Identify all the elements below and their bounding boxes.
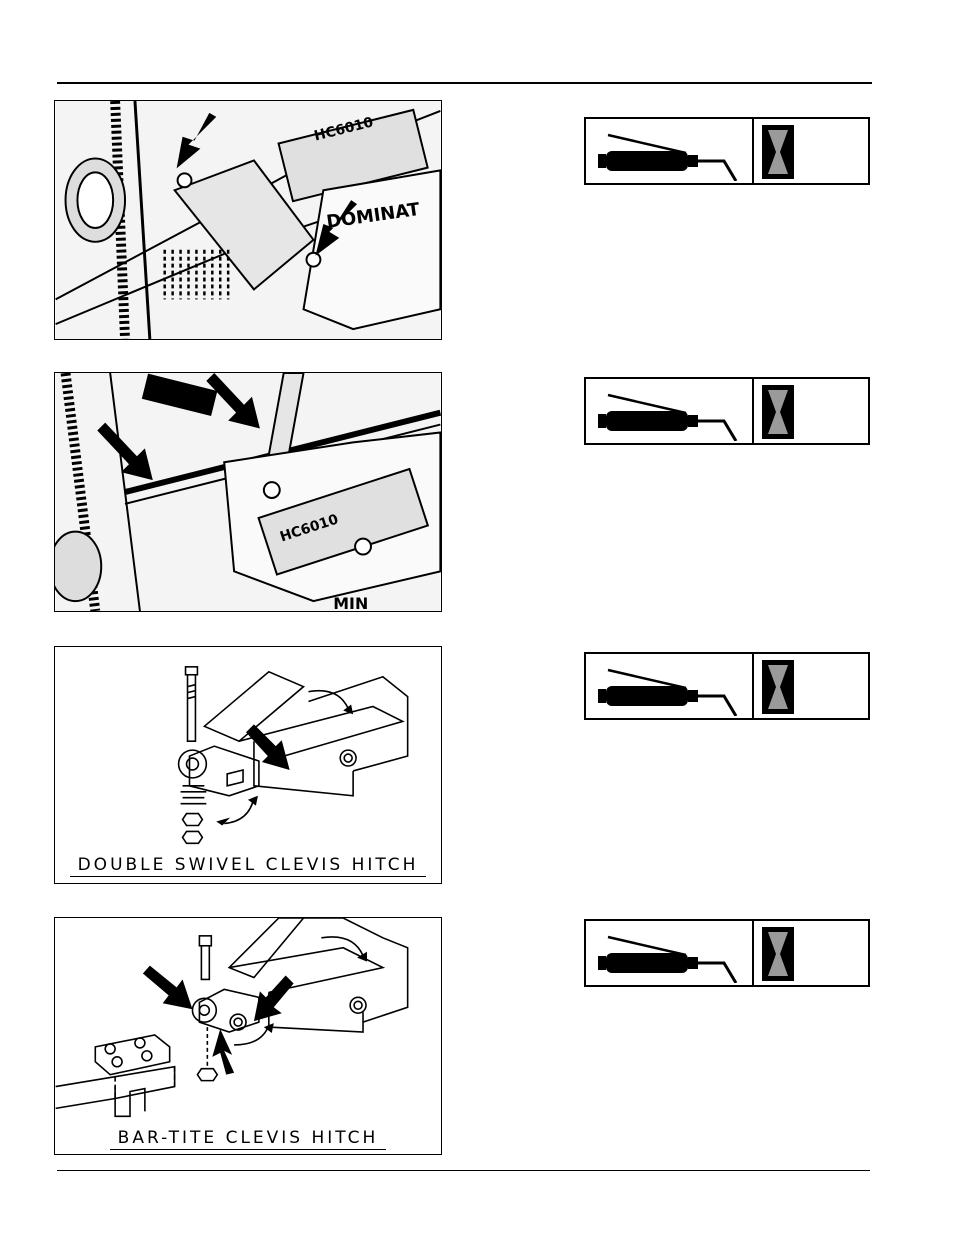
figure-caption: BAR-TITE CLEVIS HITCH [110,1128,387,1150]
hourglass-icon [762,125,794,179]
figure-caption: DOUBLE SWIVEL CLEVIS HITCH [70,855,427,877]
hourglass-icon [762,927,794,981]
hourglass-icon [762,385,794,439]
footer-rule [57,1170,870,1171]
lube-instruction-box-1 [584,117,870,185]
grease-gun-icon [594,658,746,716]
brand-label: MIN [333,594,368,611]
mower-front-pivot-photo: HC6010 DOMINAT [54,100,442,340]
double-swivel-clevis-hitch-drawing: DOUBLE SWIVEL CLEVIS HITCH [54,646,442,884]
grease-gun-icon [594,383,746,441]
lube-instruction-box-3 [584,652,870,720]
header-rule [57,82,872,84]
lube-instruction-box-4 [584,919,870,987]
box-divider [752,379,754,443]
box-divider [752,119,754,183]
hourglass-icon [762,660,794,714]
grease-gun-icon [594,123,746,181]
lube-instruction-box-2 [584,377,870,445]
box-divider [752,654,754,718]
bar-tite-clevis-hitch-drawing: BAR-TITE CLEVIS HITCH [54,917,442,1155]
box-divider [752,921,754,985]
mower-top-hinge-photo: HC6010 MIN [54,372,442,612]
grease-gun-icon [594,925,746,983]
